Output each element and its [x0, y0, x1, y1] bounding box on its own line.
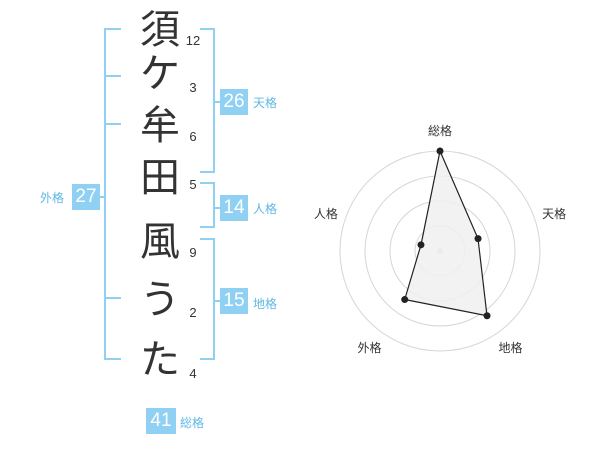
- radar-point-1: [436, 147, 444, 155]
- stroke-count-3: 6: [189, 129, 197, 144]
- stroke-count-4: 5: [189, 177, 197, 192]
- name-char-7: た: [140, 337, 180, 383]
- jinkaku-bracket-vertical: [213, 182, 215, 228]
- radar-series-polygon: [403, 149, 488, 317]
- jinkaku-connector: [213, 207, 222, 209]
- stroke-count-7: 4: [189, 366, 197, 381]
- chikaku-connector: [213, 300, 222, 302]
- stroke-count-5: 9: [189, 245, 197, 260]
- gaikaku-label: 外格: [40, 191, 65, 205]
- stroke-count-6: 2: [189, 305, 197, 320]
- name-char-4: 田: [140, 155, 180, 201]
- radar-axis-label-5: 人格: [313, 206, 338, 221]
- radar-axis-label-4: 外格: [357, 341, 382, 356]
- name-char-1: 須: [140, 7, 180, 53]
- gaikaku-connector: [98, 196, 106, 198]
- chikaku-label: 地格: [253, 297, 278, 311]
- tenkaku-label: 天格: [253, 96, 278, 110]
- name-char-5: 風: [140, 219, 180, 265]
- radar-point-2: [474, 235, 482, 243]
- jinkaku-bracket-top: [200, 182, 215, 184]
- stroke-count-2: 3: [189, 80, 197, 95]
- gaikaku-tick-2: [104, 123, 121, 125]
- gaikaku-value-badge: 27: [72, 184, 100, 210]
- radar-point-3: [483, 312, 491, 320]
- tenkaku-connector: [213, 101, 222, 103]
- tenkaku-bracket-vertical: [213, 28, 215, 173]
- name-char-6: う: [140, 277, 180, 323]
- tenkaku-value-badge: 26: [220, 89, 248, 115]
- radar-point-5: [417, 241, 425, 249]
- chikaku-bracket-vertical: [213, 238, 215, 360]
- tenkaku-bracket-bottom: [200, 171, 215, 173]
- radar-axis-label-2: 天格: [542, 206, 567, 221]
- radar-point-4: [401, 296, 409, 304]
- gaikaku-tick-3: [104, 297, 121, 299]
- name-char-3: 牟: [140, 103, 180, 149]
- radar-axis-label-1: 総格: [427, 124, 453, 138]
- tenkaku-bracket-top: [200, 28, 215, 30]
- gaikaku-bracket-top: [104, 28, 121, 30]
- jinkaku-label: 人格: [253, 202, 278, 216]
- gaikaku-bracket-vertical: [104, 28, 106, 360]
- jinkaku-bracket-bottom: [200, 226, 215, 228]
- chikaku-bracket-bottom: [200, 358, 215, 360]
- chikaku-bracket-top: [200, 238, 215, 240]
- soukaku-label: 総格: [180, 416, 205, 430]
- jinkaku-value-badge: 14: [220, 195, 248, 221]
- chikaku-value-badge: 15: [220, 288, 248, 314]
- radar-axis-label-3: 地格: [498, 341, 523, 356]
- soukaku-value-badge: 41: [146, 408, 176, 434]
- gaikaku-bracket-bottom: [104, 358, 121, 360]
- gaikaku-tick-1: [104, 75, 121, 77]
- name-char-2: ケ: [140, 51, 180, 97]
- stroke-count-1: 12: [185, 33, 201, 48]
